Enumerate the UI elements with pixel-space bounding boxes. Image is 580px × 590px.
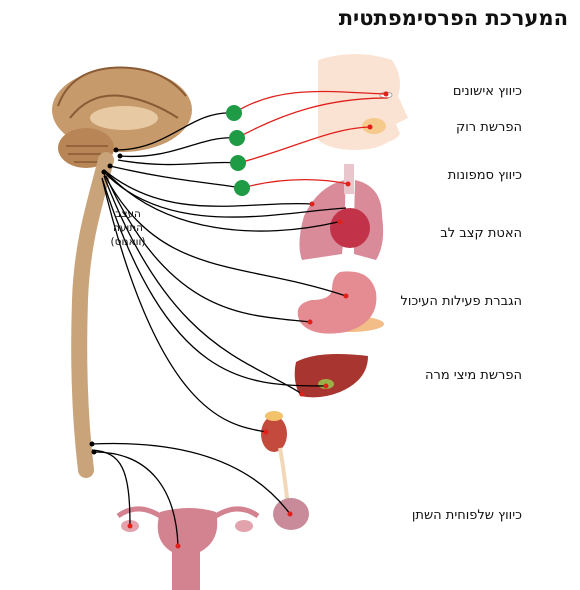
spinal-cord (71, 152, 114, 478)
effect-label-bronchi: כיווץ סמפונות (447, 168, 522, 183)
vagus-label-line: העצב (115, 208, 141, 220)
vagus-label-line: התועה (112, 222, 144, 234)
ureter-illustration (278, 447, 290, 507)
effect-label-bile: הפרשת מיצי מרה (425, 368, 522, 383)
stomach-illustration (297, 271, 377, 334)
effect-label-saliva: הפרשת רוק (456, 120, 522, 135)
nerve-fibers (91, 112, 347, 547)
uterus-illustration (116, 506, 260, 590)
salivary-gland-illustration (362, 118, 386, 134)
vagus-label-line: (וואגוס) (110, 236, 146, 248)
postganglionic-fibers (233, 90, 389, 189)
ganglia (226, 105, 250, 196)
effect-label-heart: האטת קצב לב (440, 226, 522, 241)
effect-label-digestion: הגברת פעילות העיכול (400, 294, 523, 309)
liver-illustration (294, 354, 368, 398)
ganglion-dot (234, 180, 250, 196)
kidney-illustration (261, 416, 287, 452)
face-illustration (318, 54, 408, 150)
ganglion-dot (230, 155, 246, 171)
vagus-nerve-label: העצב התועה (וואגוס) (98, 207, 158, 249)
brain-illustration (52, 66, 192, 168)
heart-illustration (330, 208, 370, 248)
ganglion-dot (226, 105, 242, 121)
effect-label-bladder: כיווץ שלפוחית השתן (411, 508, 522, 523)
effect-label-pupil: כיווץ אישונים (452, 84, 522, 99)
target-dots (127, 91, 389, 549)
trachea-illustration (344, 164, 354, 194)
ganglion-dot (229, 130, 245, 146)
nerve-origin-points (89, 147, 123, 455)
page-title: המערכת הפרסימפתטית (338, 6, 568, 30)
